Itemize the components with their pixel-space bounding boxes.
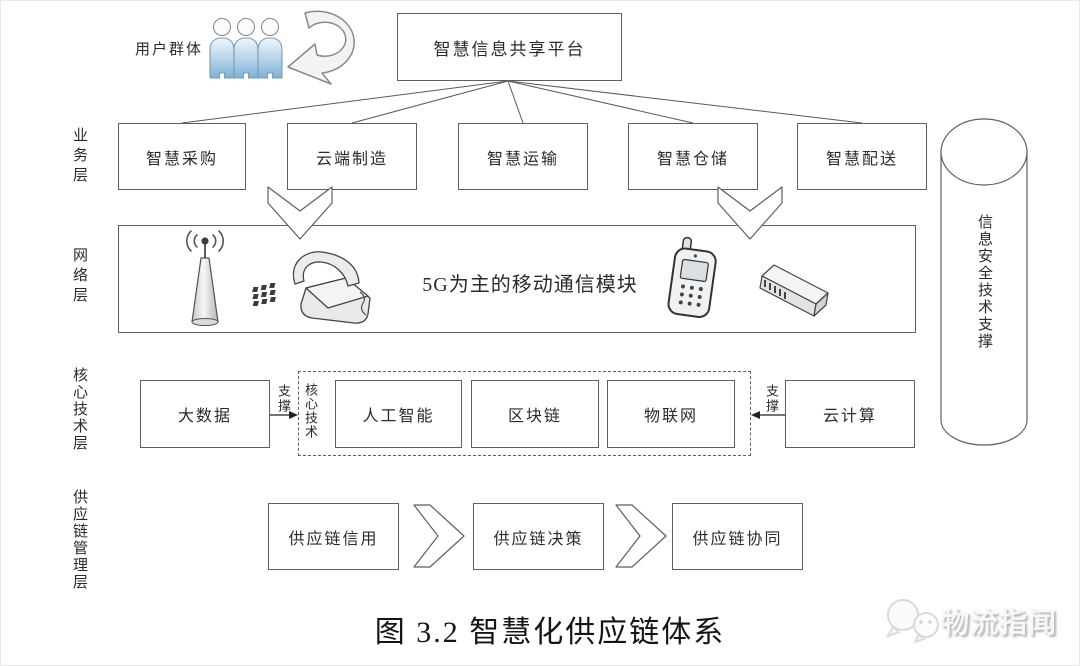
business-box-cloud-manufacturing: 云端制造 — [287, 123, 417, 190]
figure-caption: 图 3.2 智慧化供应链体系 — [374, 616, 726, 649]
supply-box-collaboration: 供应链协同 — [672, 503, 803, 570]
antenna-icon — [186, 230, 224, 326]
support-label-right: 支撑 — [764, 384, 779, 414]
business-box-warehousing: 智慧仓储 — [628, 123, 758, 190]
chat-bubbles-icon — [885, 599, 939, 644]
mobile-phone-icon — [667, 236, 717, 318]
telephone-icon — [252, 251, 371, 324]
support-arrow-right — [751, 411, 785, 419]
big-data-box: 大数据 — [140, 380, 270, 448]
layer-label-business: 业务层 — [71, 127, 87, 187]
security-pillar-text: 信息安全技术支撑 — [976, 214, 992, 350]
business-box-transport: 智慧运输 — [458, 123, 588, 190]
core-tech-group-label: 核心技术 — [303, 383, 318, 439]
blockchain-box: 区块链 — [471, 380, 599, 448]
layer-label-network: 网络层 — [71, 247, 87, 307]
business-box-procurement: 智慧采购 — [118, 123, 246, 190]
right-chevron-2 — [615, 504, 667, 568]
watermark-text: 物流指闻 — [941, 607, 1058, 638]
support-label-left: 支撑 — [276, 384, 291, 414]
iot-box: 物联网 — [607, 380, 735, 448]
cycle-arrow-icon — [287, 10, 355, 85]
platform-fan-lines — [181, 80, 863, 124]
security-pillar-cylinder — [940, 118, 1028, 446]
user-group-label: 用户群体 — [135, 42, 204, 58]
right-chevron-1 — [413, 504, 465, 568]
router-icon — [759, 264, 829, 317]
cloud-computing-box: 云计算 — [785, 380, 915, 448]
down-chevron-right — [717, 186, 783, 240]
support-arrow-left — [270, 411, 298, 419]
layer-label-supply-chain: 供应链管理层 — [71, 489, 87, 591]
business-box-distribution: 智慧配送 — [797, 123, 927, 190]
user-group-icon — [209, 17, 283, 79]
layer-label-core-tech: 核心技术层 — [71, 367, 87, 452]
down-chevron-left — [267, 186, 333, 240]
network-module-text: 5G为主的移动通信模块 — [422, 274, 638, 296]
supply-box-decision: 供应链决策 — [473, 503, 604, 570]
platform-box: 智慧信息共享平台 — [397, 13, 622, 81]
ai-box: 人工智能 — [335, 380, 462, 448]
supply-box-credit: 供应链信用 — [268, 503, 399, 570]
